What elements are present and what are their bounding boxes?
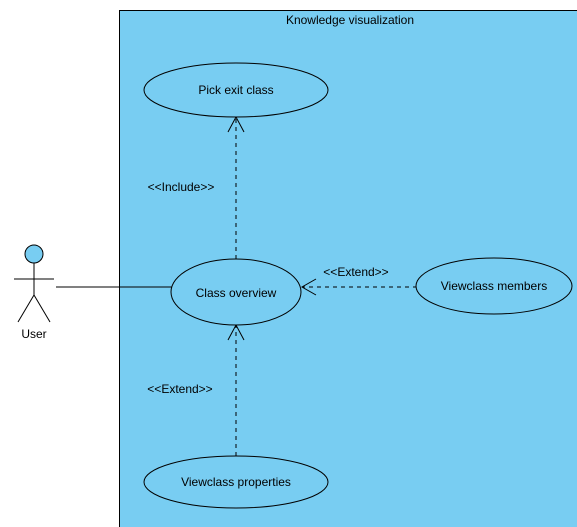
extend-members-arrowhead	[300, 278, 317, 296]
actor-right-leg	[33, 294, 51, 323]
extend-members-label: <<Extend>>	[323, 265, 388, 279]
usecase-pick-exit-class-shape	[143, 62, 329, 118]
system-title: Knowledge visualization	[286, 13, 414, 27]
actor-user[interactable]: User	[14, 244, 54, 341]
usecase-pick-exit-class[interactable]: Pick exit class	[143, 62, 329, 118]
include-label: <<Include>>	[148, 180, 215, 194]
usecase-pick-exit-class-label: Pick exit class	[198, 83, 273, 97]
usecase-view-class-members[interactable]: Viewclass members	[415, 257, 573, 315]
usecase-class-overview-label: Class overview	[196, 286, 277, 300]
usecase-view-class-members-label: Viewclass members	[441, 279, 547, 293]
actor-head-icon	[24, 244, 44, 264]
usecase-view-class-properties-shape	[143, 455, 329, 509]
actor-left-leg	[17, 294, 35, 323]
actor-label: User	[21, 327, 46, 341]
extend-properties-label: <<Extend>>	[147, 382, 212, 396]
usecase-view-class-properties-label: Viewclass properties	[181, 475, 291, 489]
usecase-view-class-members-shape	[415, 257, 573, 315]
usecase-class-overview[interactable]: Class overview	[170, 258, 302, 326]
usecase-view-class-properties[interactable]: Viewclass properties	[143, 455, 329, 509]
usecase-class-overview-shape	[170, 258, 302, 326]
